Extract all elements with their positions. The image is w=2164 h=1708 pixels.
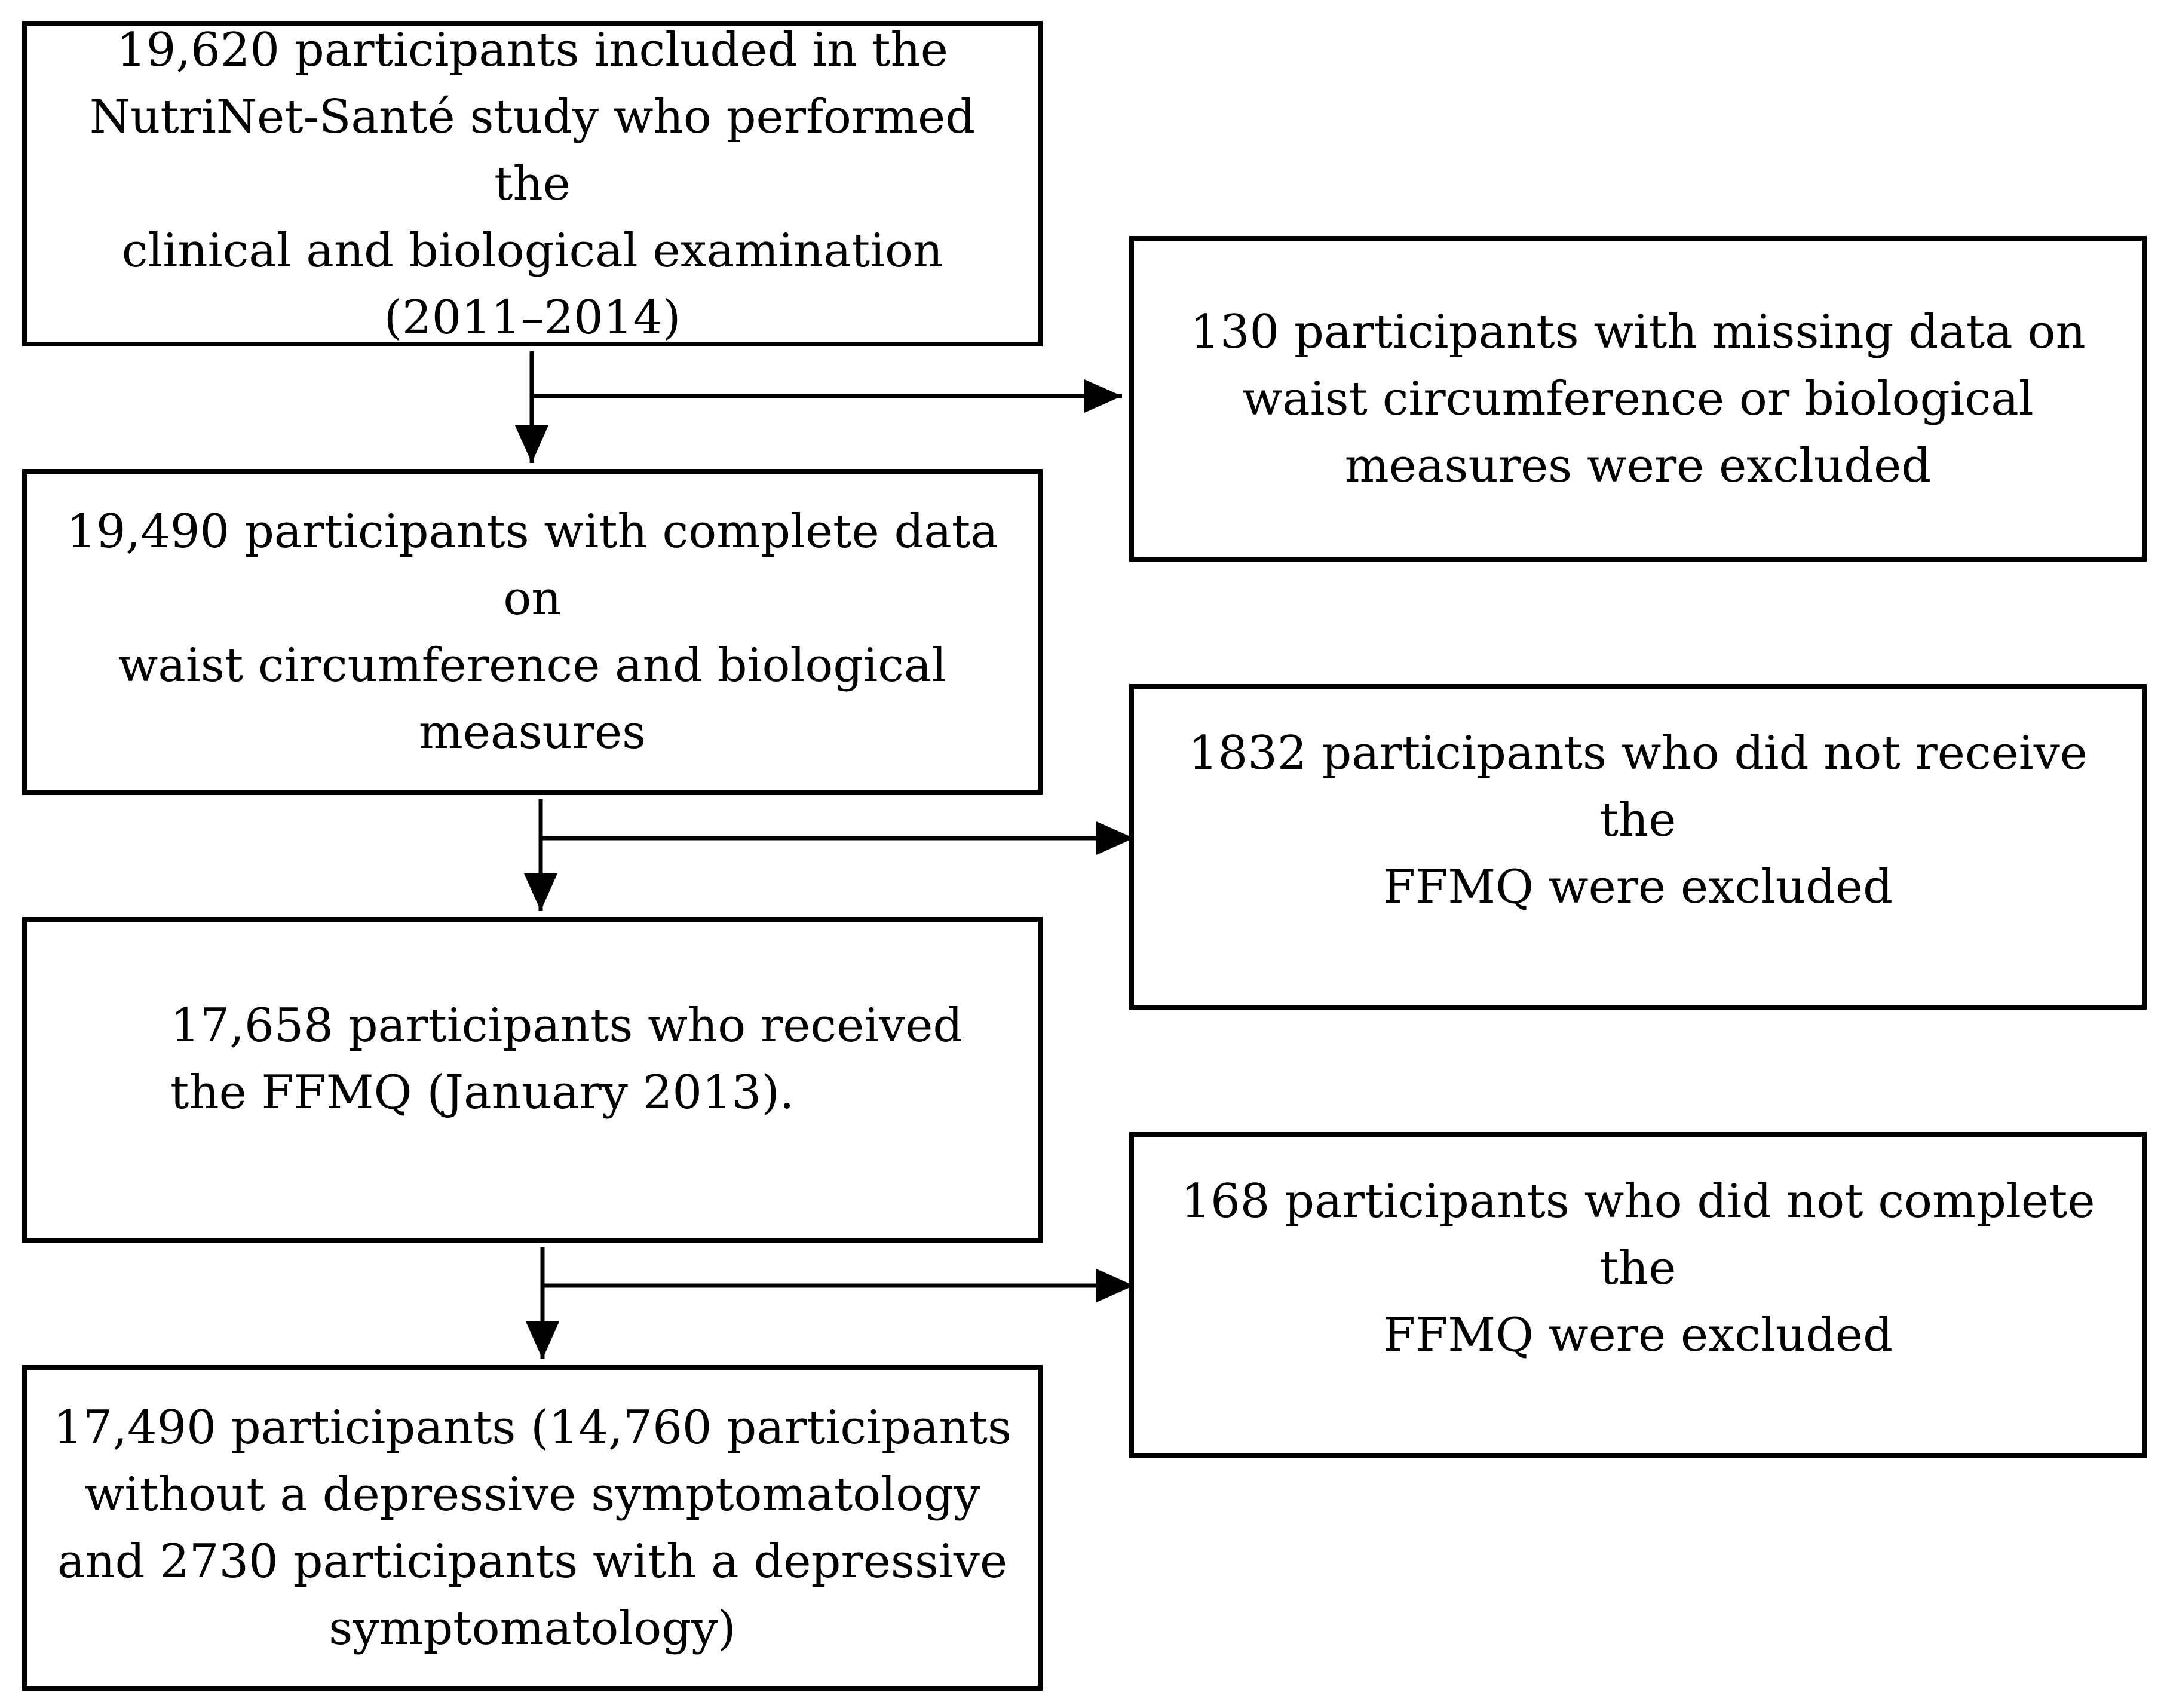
- exclusion-box-text: 130 participants with missing data on wa…: [1190, 305, 2086, 493]
- flow-box-text: 17,658 participants who received the FFM…: [170, 998, 963, 1120]
- flow-box-text: 19,620 participants included in the Nutr…: [89, 23, 976, 345]
- exclusion-box-missing-data: 130 participants with missing data on wa…: [1129, 236, 2147, 562]
- flow-box-final-sample: 17,490 participants (14,760 participants…: [22, 1365, 1043, 1691]
- flow-box-text: 17,490 participants (14,760 participants…: [53, 1400, 1012, 1655]
- flow-box-received-ffmq: 17,658 participants who received the FFM…: [22, 917, 1043, 1243]
- exclusion-box-text: 1832 participants who did not receive th…: [1188, 726, 2088, 914]
- exclusion-box-incomplete-ffmq: 168 participants who did not complete th…: [1129, 1132, 2147, 1458]
- exclusion-box-no-ffmq: 1832 participants who did not receive th…: [1129, 684, 2147, 1010]
- flow-box-initial-cohort: 19,620 participants included in the Nutr…: [22, 21, 1043, 346]
- flow-box-text: 19,490 participants with complete data o…: [66, 504, 998, 759]
- flow-box-complete-data: 19,490 participants with complete data o…: [22, 469, 1043, 795]
- exclusion-box-text: 168 participants who did not complete th…: [1181, 1174, 2095, 1362]
